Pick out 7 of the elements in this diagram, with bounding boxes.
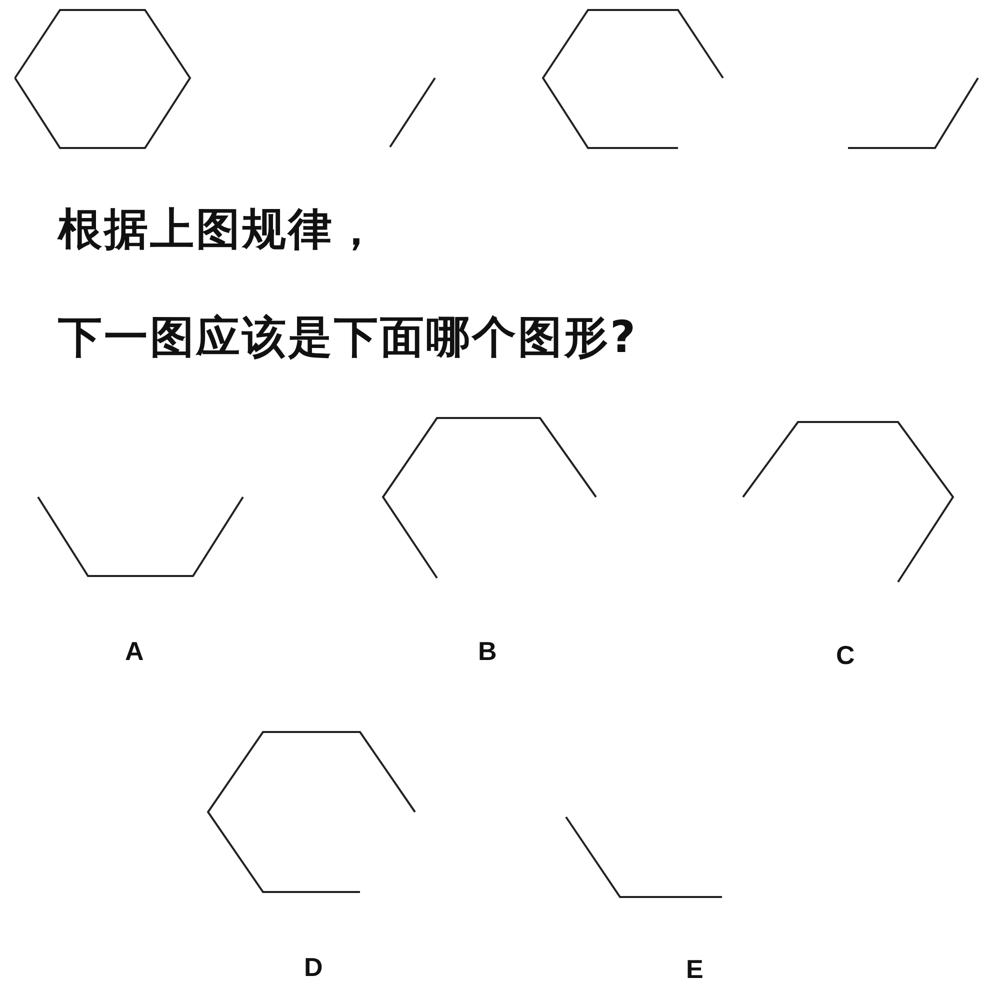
question-text: 下一图应该是下面哪个图形?	[58, 311, 638, 365]
option-letter: A	[125, 636, 144, 667]
option-letter: C	[836, 640, 855, 671]
option-letter: E	[686, 954, 704, 985]
question-text: 根据上图规律，	[58, 203, 380, 257]
option-letter: B	[478, 636, 497, 667]
option-letter: D	[304, 952, 323, 983]
